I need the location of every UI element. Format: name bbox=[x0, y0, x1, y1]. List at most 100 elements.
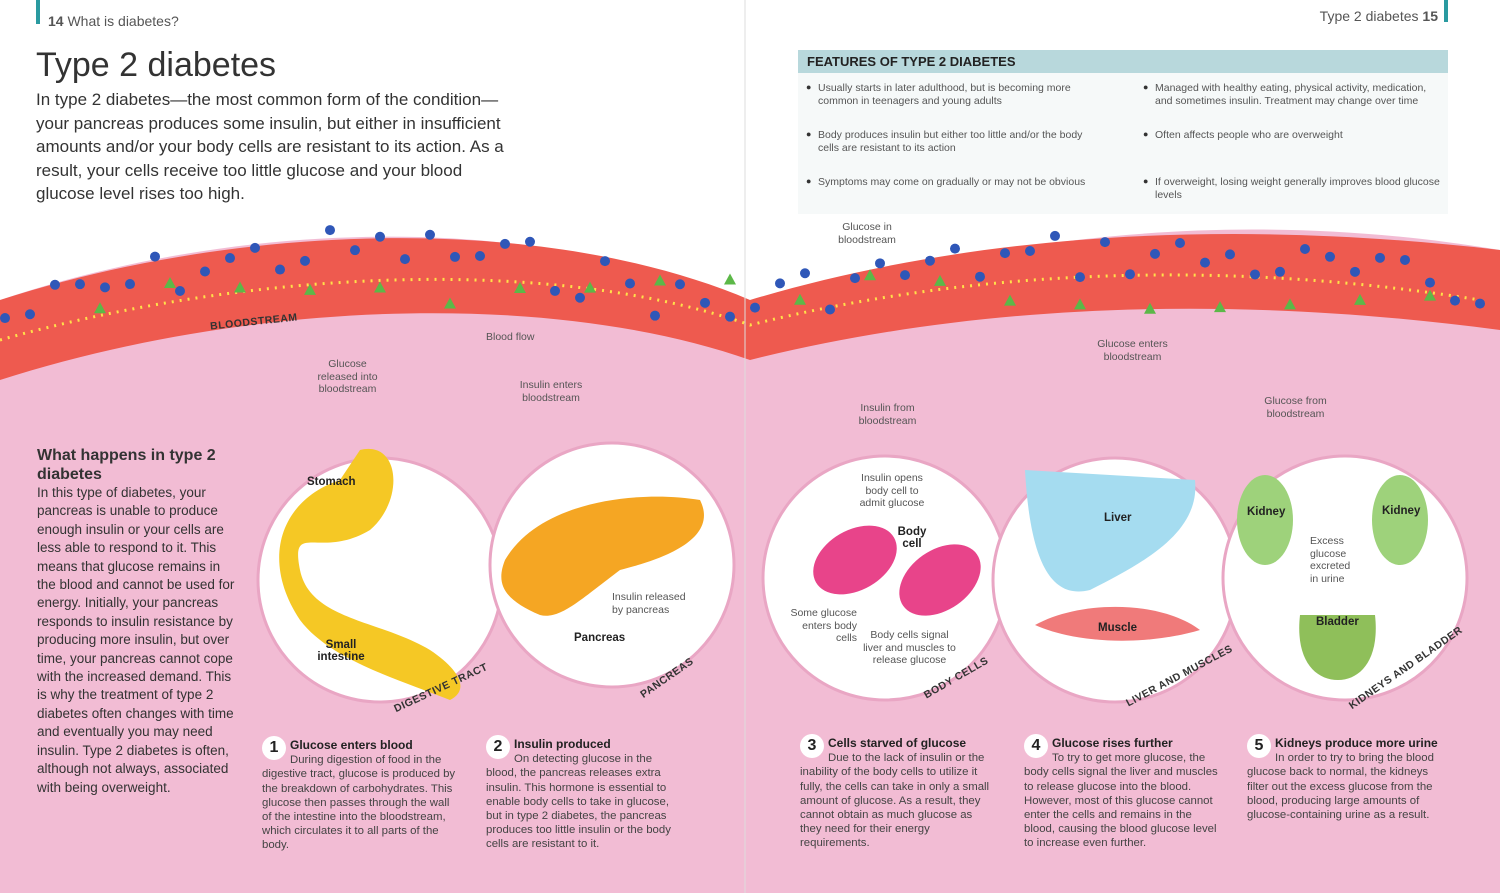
glucose-dot bbox=[450, 251, 460, 262]
glucose-dot bbox=[1050, 230, 1060, 241]
kidney-left-label: Kidney bbox=[1247, 506, 1286, 518]
insulin-triangle bbox=[514, 282, 526, 294]
glucose-dot bbox=[200, 266, 210, 277]
glucose-dot bbox=[650, 310, 660, 321]
step-number: 1 bbox=[262, 736, 286, 760]
running-head: What is diabetes? bbox=[67, 13, 179, 29]
feature-item: Managed with healthy eating, physical ac… bbox=[1135, 73, 1448, 120]
glucose-dot bbox=[1250, 269, 1260, 280]
pancreas-label: Pancreas bbox=[574, 632, 626, 644]
glucose-dot bbox=[850, 273, 860, 284]
glucose-dot bbox=[1125, 269, 1135, 280]
page-marker bbox=[36, 0, 40, 24]
glucose-dot bbox=[150, 251, 160, 262]
page-number: 14 bbox=[48, 13, 64, 29]
glucose-dot bbox=[825, 304, 835, 315]
glucose-dot bbox=[375, 231, 385, 242]
stomach-intestine-shape bbox=[279, 448, 461, 700]
glucose-dot bbox=[175, 286, 185, 297]
glucose-dot bbox=[700, 297, 710, 308]
right-folio: Type 2 diabetes 15 bbox=[1320, 8, 1438, 24]
insulin-triangle bbox=[794, 293, 806, 305]
glucose-dot bbox=[1450, 295, 1460, 306]
page-title: Type 2 diabetes bbox=[36, 46, 277, 84]
body-cell-shape bbox=[813, 525, 897, 595]
step-body: During digestion of food in the digestiv… bbox=[262, 754, 456, 852]
glucose-dot bbox=[600, 256, 610, 267]
muscle-label: Muscle bbox=[1098, 622, 1137, 634]
glucose-dot bbox=[1275, 266, 1285, 277]
stomach-label: Stomach bbox=[307, 476, 356, 488]
kidney-right-shape bbox=[1372, 475, 1428, 565]
small-intestine-label: Small intestine bbox=[317, 639, 365, 663]
step-title: Glucose enters blood bbox=[290, 738, 413, 752]
glucose-dot bbox=[225, 253, 235, 264]
insulin-from-label: Insulin from bloodstream bbox=[858, 402, 917, 427]
glucose-dot bbox=[975, 271, 985, 282]
running-head: Type 2 diabetes bbox=[1319, 8, 1419, 24]
glucose-dot bbox=[1000, 248, 1010, 259]
feature-item: Often affects people who are overweight bbox=[1135, 120, 1448, 167]
insulin-triangle bbox=[164, 276, 176, 288]
glucose-dot bbox=[900, 270, 910, 281]
kidney-right-label: Kidney bbox=[1382, 505, 1421, 517]
insulin-triangle bbox=[444, 297, 456, 309]
insulin-triangle bbox=[374, 281, 386, 293]
step-title: Kidneys produce more urine bbox=[1275, 736, 1438, 750]
insulin-triangle bbox=[724, 273, 736, 285]
glucose-dot bbox=[475, 251, 485, 262]
insulin-released-label: Insulin released by pancreas bbox=[612, 591, 686, 616]
glucose-dot bbox=[775, 278, 785, 289]
glucose-dot bbox=[1475, 298, 1485, 309]
insulin-triangle bbox=[1004, 294, 1016, 306]
glucose-dot bbox=[800, 268, 810, 279]
step-body: In order to try to bring the blood gluco… bbox=[1247, 752, 1434, 822]
sidebar-text: What happens in type 2 diabetes In this … bbox=[37, 446, 237, 797]
insulin-triangle bbox=[1354, 293, 1366, 305]
pancreas-shape bbox=[501, 496, 704, 616]
glucose-dot bbox=[625, 278, 635, 289]
glucose-dot bbox=[250, 242, 260, 253]
insulin-opens-label: Insulin opens body cell to admit glucose bbox=[859, 472, 925, 509]
feature-item: Usually starts in later adulthood, but i… bbox=[798, 73, 1111, 120]
insulin-enters-label: Insulin enters bloodstream bbox=[519, 379, 583, 404]
glucose-dot bbox=[0, 313, 10, 324]
insulin-triangle bbox=[1074, 298, 1086, 310]
step-title: Glucose rises further bbox=[1052, 736, 1173, 750]
glucose-dot bbox=[575, 292, 585, 303]
blood-flow-label: Blood flow bbox=[486, 331, 535, 343]
body-cell-label: Body cell bbox=[897, 526, 927, 550]
step-body: On detecting glucose in the blood, the p… bbox=[486, 753, 671, 851]
glucose-dot bbox=[25, 309, 35, 320]
glucose-enters-label: Glucose enters bloodstream bbox=[1097, 338, 1168, 363]
feature-item: If overweight, losing weight generally i… bbox=[1135, 167, 1448, 214]
glucose-dot bbox=[525, 236, 535, 247]
glucose-dot bbox=[675, 279, 685, 290]
glucose-dot bbox=[1350, 266, 1360, 277]
glucose-dot bbox=[500, 238, 510, 249]
glucose-dot bbox=[1425, 277, 1435, 288]
glucose-dot bbox=[550, 285, 560, 296]
glucose-dot bbox=[1375, 252, 1385, 263]
sidebar-body: In this type of diabetes, your pancreas … bbox=[37, 485, 235, 795]
intro-paragraph: In type 2 diabetes—the most common form … bbox=[36, 90, 504, 203]
muscle-shape bbox=[1035, 606, 1200, 641]
glucose-dot bbox=[1100, 237, 1110, 248]
body-cell-shape bbox=[899, 544, 981, 616]
glucose-dot bbox=[1225, 249, 1235, 260]
glucose-dot bbox=[1075, 272, 1085, 283]
glucose-dot bbox=[300, 255, 310, 266]
page-number: 15 bbox=[1422, 8, 1438, 24]
glucose-dot bbox=[75, 279, 85, 290]
glucose-dot bbox=[1150, 248, 1160, 259]
liver-shape bbox=[1025, 470, 1196, 592]
left-folio: 14 What is diabetes? bbox=[48, 13, 179, 29]
glucose-dot bbox=[1400, 254, 1410, 265]
feature-item: Body produces insulin but either too lit… bbox=[798, 120, 1111, 167]
insulin-triangle bbox=[1284, 298, 1296, 310]
